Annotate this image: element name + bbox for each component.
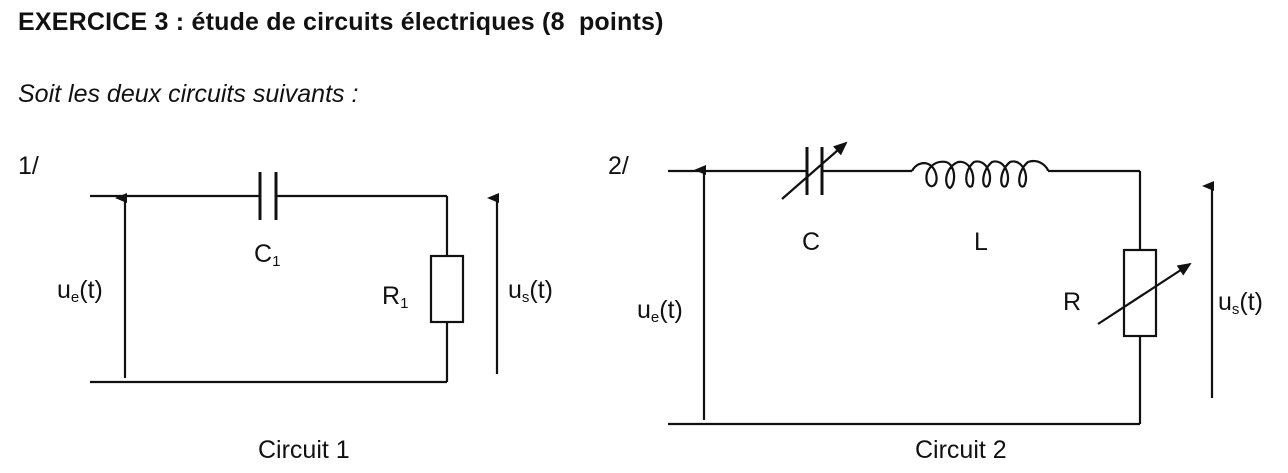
circuit-1: [90, 172, 499, 384]
circuit-1-resistor-r1: [429, 254, 465, 324]
circuit-2-input-voltage-label: ue(t): [637, 296, 683, 326]
circuit-1-output-voltage-label: us(t): [508, 276, 554, 306]
circuit-1-capacitor-label: C1: [254, 240, 281, 270]
circuit-1-input-voltage-label: ue(t): [57, 276, 103, 306]
circuit-2-variable-resistor: [1097, 248, 1192, 338]
circuit-1-resistor-label: R1: [382, 282, 409, 312]
circuit-2-number: 2/: [608, 152, 629, 180]
circuit-2-resistor-label: R: [1063, 288, 1082, 316]
circuit-1-capacitor-c1: [258, 172, 278, 220]
circuit-2-inductor-label: L: [974, 228, 988, 256]
circuit-1-caption: Circuit 1: [258, 436, 350, 464]
intro-text: Soit les deux circuits suivants :: [18, 80, 359, 108]
circuit-2-inductor: [911, 160, 1050, 190]
exercise-title: EXERCICE 3 : étude de circuits électriqu…: [18, 8, 664, 36]
circuit-2-caption: Circuit 2: [915, 436, 1007, 464]
circuit-1-number: 1/: [18, 152, 39, 180]
circuit-2: [668, 141, 1214, 426]
circuit-2-capacitor-label: C: [802, 228, 821, 256]
circuit-2-output-voltage-label: us(t): [1218, 288, 1264, 318]
